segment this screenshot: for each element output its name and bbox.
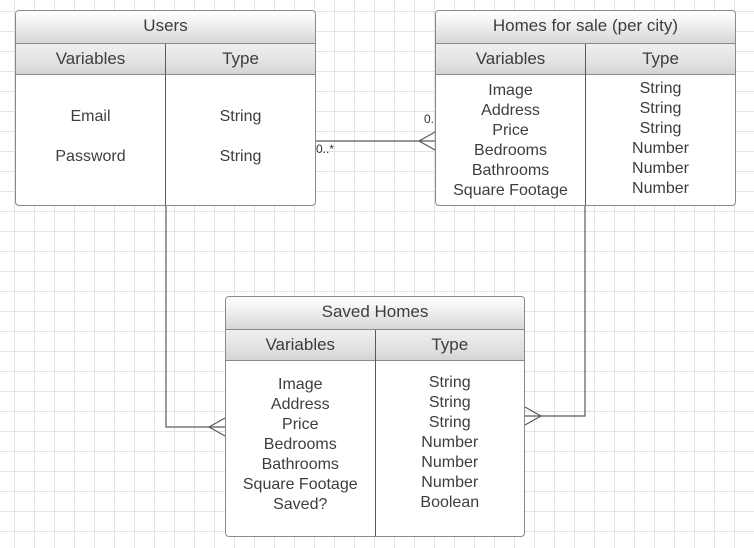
- variable-type: String: [639, 100, 682, 117]
- variable-type: Number: [632, 180, 689, 197]
- variable-name: Bathrooms: [261, 456, 339, 473]
- types-column: String String String Number Number Numbe…: [586, 74, 735, 205]
- column-header-type: Type: [431, 335, 469, 354]
- variable-name: Bathrooms: [471, 162, 550, 179]
- variables-column: Email Password: [16, 74, 166, 205]
- variable-type: String: [219, 148, 262, 165]
- variables-column: Image Address Price Bedrooms Bathrooms S…: [436, 74, 586, 205]
- entity-users[interactable]: Users Variables Type Email Password Stri…: [15, 10, 316, 206]
- variable-name: Bedrooms: [474, 142, 547, 159]
- variable-name: Saved?: [273, 496, 328, 513]
- entity-body: Email Password String String: [16, 74, 315, 205]
- variable-type: Number: [421, 434, 479, 451]
- entity-body: Image Address Price Bedrooms Bathrooms S…: [226, 360, 524, 536]
- variable-type: Number: [632, 160, 689, 177]
- variable-type: Number: [421, 454, 479, 471]
- crowfoot-saved-left: [207, 417, 226, 437]
- types-column: String String String Number Number Numbe…: [376, 360, 525, 536]
- types-column: String String: [166, 74, 315, 205]
- variable-name: Password: [55, 148, 126, 165]
- variable-type: Number: [632, 140, 689, 157]
- entity-header-row: Variables Type: [436, 44, 735, 75]
- variable-name: Square Footage: [242, 476, 358, 493]
- variable-name: Address: [270, 396, 330, 413]
- variable-name: Image: [278, 376, 323, 393]
- variable-name: Price: [492, 122, 529, 139]
- variable-type: String: [639, 120, 682, 137]
- entity-homes-for-sale[interactable]: Homes for sale (per city) Variables Type…: [435, 10, 736, 206]
- variable-name: Address: [481, 102, 540, 119]
- crowfoot-saved-right: [524, 406, 543, 426]
- connector-users-saved: [165, 206, 225, 428]
- entity-title: Homes for sale (per city): [436, 11, 735, 44]
- cardinality-users-side: 0..*: [316, 142, 335, 156]
- entity-body: Image Address Price Bedrooms Bathrooms S…: [436, 74, 735, 205]
- variable-type: String: [428, 414, 471, 431]
- entity-header-row: Variables Type: [226, 330, 524, 361]
- entity-title: Saved Homes: [226, 297, 524, 330]
- column-header-variables: Variables: [16, 44, 166, 74]
- variable-name: Bedrooms: [263, 436, 337, 453]
- variable-type: Boolean: [420, 494, 480, 511]
- variable-type: String: [428, 394, 471, 411]
- variable-type: String: [639, 80, 682, 97]
- variable-type: Number: [421, 474, 479, 491]
- variable-name: Email: [70, 108, 111, 125]
- column-header-variables: Variables: [436, 44, 586, 74]
- variables-column: Image Address Price Bedrooms Bathrooms S…: [226, 360, 376, 536]
- column-header-variables: Variables: [226, 330, 376, 360]
- variable-type: String: [219, 108, 262, 125]
- entity-title: Users: [16, 11, 315, 44]
- variable-type: String: [428, 374, 471, 391]
- variable-name: Square Footage: [453, 182, 568, 199]
- crowfoot-homes: [417, 131, 436, 151]
- connector-homes-saved: [525, 206, 586, 417]
- column-header-type: Type: [642, 49, 679, 68]
- variable-name: Price: [282, 416, 319, 433]
- variable-name: Image: [488, 82, 533, 99]
- entity-saved-homes[interactable]: Saved Homes Variables Type Image Address…: [225, 296, 525, 537]
- column-header-type: Type: [222, 49, 259, 68]
- entity-header-row: Variables Type: [16, 44, 315, 75]
